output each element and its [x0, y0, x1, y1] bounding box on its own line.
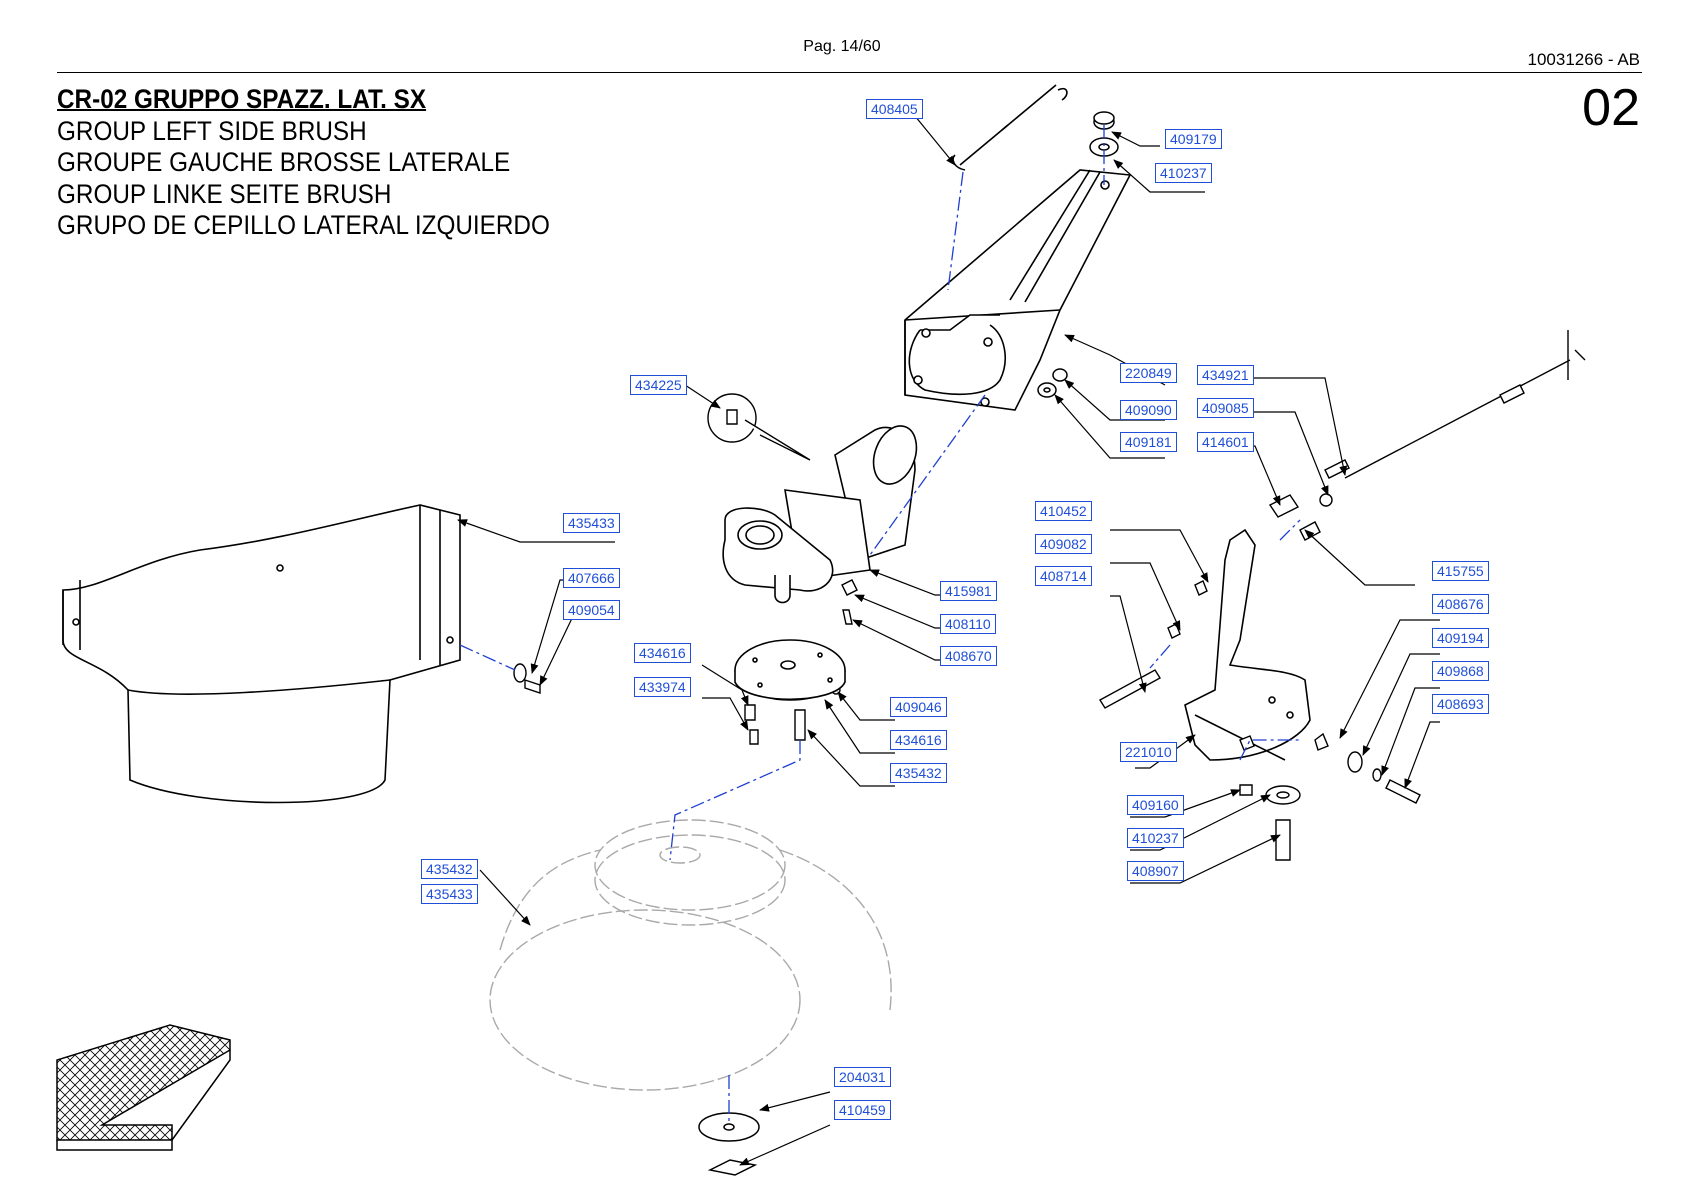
- callout-221010[interactable]: 221010: [1120, 742, 1177, 762]
- cable-part: [1268, 330, 1586, 541]
- callout-434616-b[interactable]: 434616: [890, 730, 947, 750]
- callout-410237-b[interactable]: 410237: [1127, 828, 1184, 848]
- lever-hardware: [1099, 580, 1421, 861]
- callout-409085[interactable]: 409085: [1197, 398, 1254, 418]
- title-block: CR-02 GRUPPO SPAZZ. LAT. SX GROUP LEFT S…: [57, 84, 605, 242]
- group-number: 02: [1582, 79, 1640, 137]
- callout-409868[interactable]: 409868: [1432, 661, 1489, 681]
- drive-plate-part: [734, 639, 846, 701]
- callout-408907[interactable]: 408907: [1127, 861, 1184, 881]
- callout-409046[interactable]: 409046: [890, 697, 947, 717]
- callout-408714[interactable]: 408714: [1035, 566, 1092, 586]
- title-line-en: GROUP LEFT SIDE BRUSH: [57, 115, 367, 146]
- callout-414601[interactable]: 414601: [1197, 432, 1254, 452]
- callout-434616-a[interactable]: 434616: [634, 643, 691, 663]
- page-number: Pag. 14/60: [803, 38, 881, 55]
- centerlines: [459, 125, 1301, 1125]
- floor-direction-symbol: [56, 1024, 231, 1151]
- callout-408670[interactable]: 408670: [940, 646, 997, 666]
- callout-415981[interactable]: 415981: [940, 581, 997, 601]
- brush-ghost: [489, 819, 892, 1091]
- bottom-washer-wingnut: [698, 1112, 760, 1176]
- callout-408676[interactable]: 408676: [1432, 594, 1489, 614]
- title-line-fr: GROUPE GAUCHE BROSSE LATERALE: [57, 147, 511, 178]
- leader-lines: [457, 115, 1440, 1166]
- callout-409082[interactable]: 409082: [1035, 534, 1092, 554]
- callout-433974[interactable]: 433974: [634, 677, 691, 697]
- washer-screw-cover: [513, 663, 541, 694]
- detail-view-434225: [707, 393, 811, 461]
- title-line-de: GROUP LINKE SEITE BRUSH: [57, 178, 392, 209]
- callout-435433-b[interactable]: 435433: [421, 884, 478, 904]
- arm-bracket-part: [904, 169, 1132, 411]
- callout-408405[interactable]: 408405: [866, 99, 923, 119]
- nut-washer-top: [1037, 111, 1119, 398]
- brush-cover-part: [62, 504, 461, 804]
- callout-410452[interactable]: 410452: [1035, 501, 1092, 521]
- callout-407666[interactable]: 407666: [563, 568, 620, 588]
- title-line-es: GRUPO DE CEPILLO LATERAL IZQUIERDO: [57, 210, 550, 241]
- callout-409194[interactable]: 409194: [1432, 628, 1489, 648]
- callout-415755[interactable]: 415755: [1432, 561, 1489, 581]
- callout-410459[interactable]: 410459: [834, 1100, 891, 1120]
- spring-part: [952, 84, 1068, 171]
- title-main: CR-02 GRUPPO SPAZZ. LAT. SX: [57, 84, 427, 114]
- callout-435433[interactable]: 435433: [563, 513, 620, 533]
- callout-409179[interactable]: 409179: [1165, 129, 1222, 149]
- motor-gearbox-part: [722, 425, 918, 604]
- callout-409160[interactable]: 409160: [1127, 795, 1184, 815]
- callout-435432-b[interactable]: 435432: [421, 859, 478, 879]
- lever-arm-part: [1184, 528, 1311, 761]
- callout-410237[interactable]: 410237: [1155, 163, 1212, 183]
- document-code: 10031266 - AB: [1527, 50, 1640, 69]
- callout-204031[interactable]: 204031: [834, 1067, 891, 1087]
- callout-434225[interactable]: 434225: [630, 375, 687, 395]
- callout-409181[interactable]: 409181: [1120, 432, 1177, 452]
- callout-434921[interactable]: 434921: [1197, 365, 1254, 385]
- callout-408110[interactable]: 408110: [940, 614, 996, 634]
- callout-435432-a[interactable]: 435432: [890, 763, 947, 783]
- callout-409090[interactable]: 409090: [1120, 400, 1177, 420]
- callout-220849[interactable]: 220849: [1120, 363, 1177, 383]
- callout-408693[interactable]: 408693: [1432, 694, 1489, 714]
- header-rule: [57, 72, 1642, 73]
- small-hardware: [744, 579, 858, 745]
- callout-409054[interactable]: 409054: [563, 600, 620, 620]
